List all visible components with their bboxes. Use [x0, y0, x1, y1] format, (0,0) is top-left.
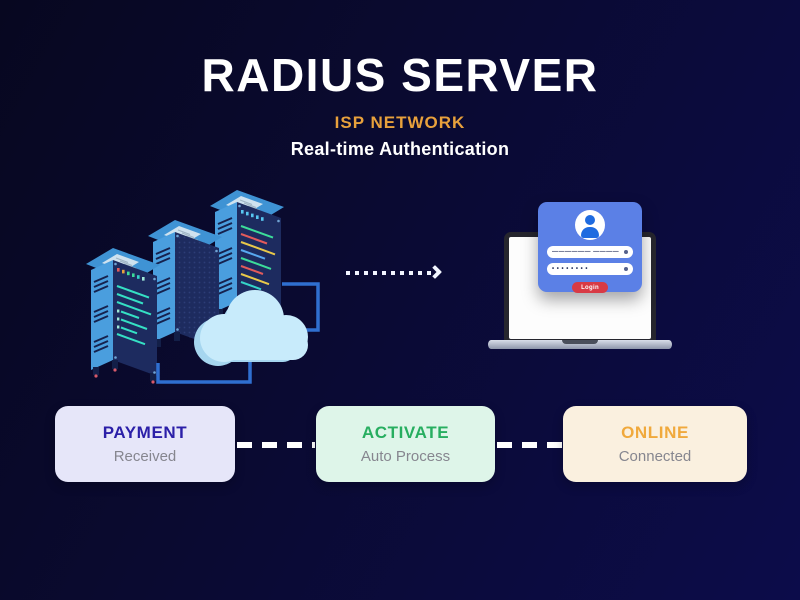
server-cloud-icon [86, 190, 320, 384]
cloud-icon [194, 290, 308, 366]
dashed-connector [497, 442, 563, 448]
lock-icon [624, 267, 628, 271]
user-icon [624, 250, 628, 254]
step-card-payment: PAYMENT Received [55, 406, 235, 482]
arrow-dots [346, 271, 432, 275]
step-card-activate: ACTIVATE Auto Process [316, 406, 495, 482]
step-subtitle: Connected [618, 448, 692, 465]
laptop-base [488, 340, 672, 349]
avatar-head [585, 215, 595, 225]
arrow-head-icon [427, 264, 443, 280]
dashed-connector [237, 442, 315, 448]
header: RADIUS SERVER ISP NETWORK Real-time Auth… [0, 50, 800, 160]
step-subtitle: Received [113, 448, 177, 465]
login-button[interactable]: Login [572, 282, 608, 293]
password-field[interactable]: • • • • • • • • [547, 263, 633, 275]
flow-arrow-icon [346, 264, 452, 282]
page-title: RADIUS SERVER [201, 49, 599, 101]
user-avatar-icon [575, 210, 605, 240]
circuit-line [156, 282, 320, 384]
username-field[interactable]: —————— ———— [547, 246, 633, 258]
server-tower-icon [210, 190, 284, 323]
laptop-base-notch [562, 340, 598, 344]
server-tower-icon [148, 220, 222, 353]
step-title: ACTIVATE [361, 423, 450, 442]
step-title: ONLINE [621, 423, 689, 442]
page-subtitle: ISP NETWORK [334, 113, 466, 132]
avatar-shoulders [581, 227, 599, 238]
login-card: —————— ———— • • • • • • • • Login [538, 202, 642, 293]
page-tagline: Real-time Authentication [290, 139, 510, 159]
step-subtitle: Auto Process [360, 448, 451, 465]
step-card-online: ONLINE Connected [563, 406, 747, 482]
server-stack-illustration [72, 158, 322, 393]
password-mask: • • • • • • • • [552, 266, 588, 272]
laptop-illustration: —————— ———— • • • • • • • • Login [488, 200, 672, 352]
username-mask: —————— ———— [552, 249, 620, 255]
server-tower-icon [86, 248, 160, 384]
step-title: PAYMENT [102, 423, 188, 442]
